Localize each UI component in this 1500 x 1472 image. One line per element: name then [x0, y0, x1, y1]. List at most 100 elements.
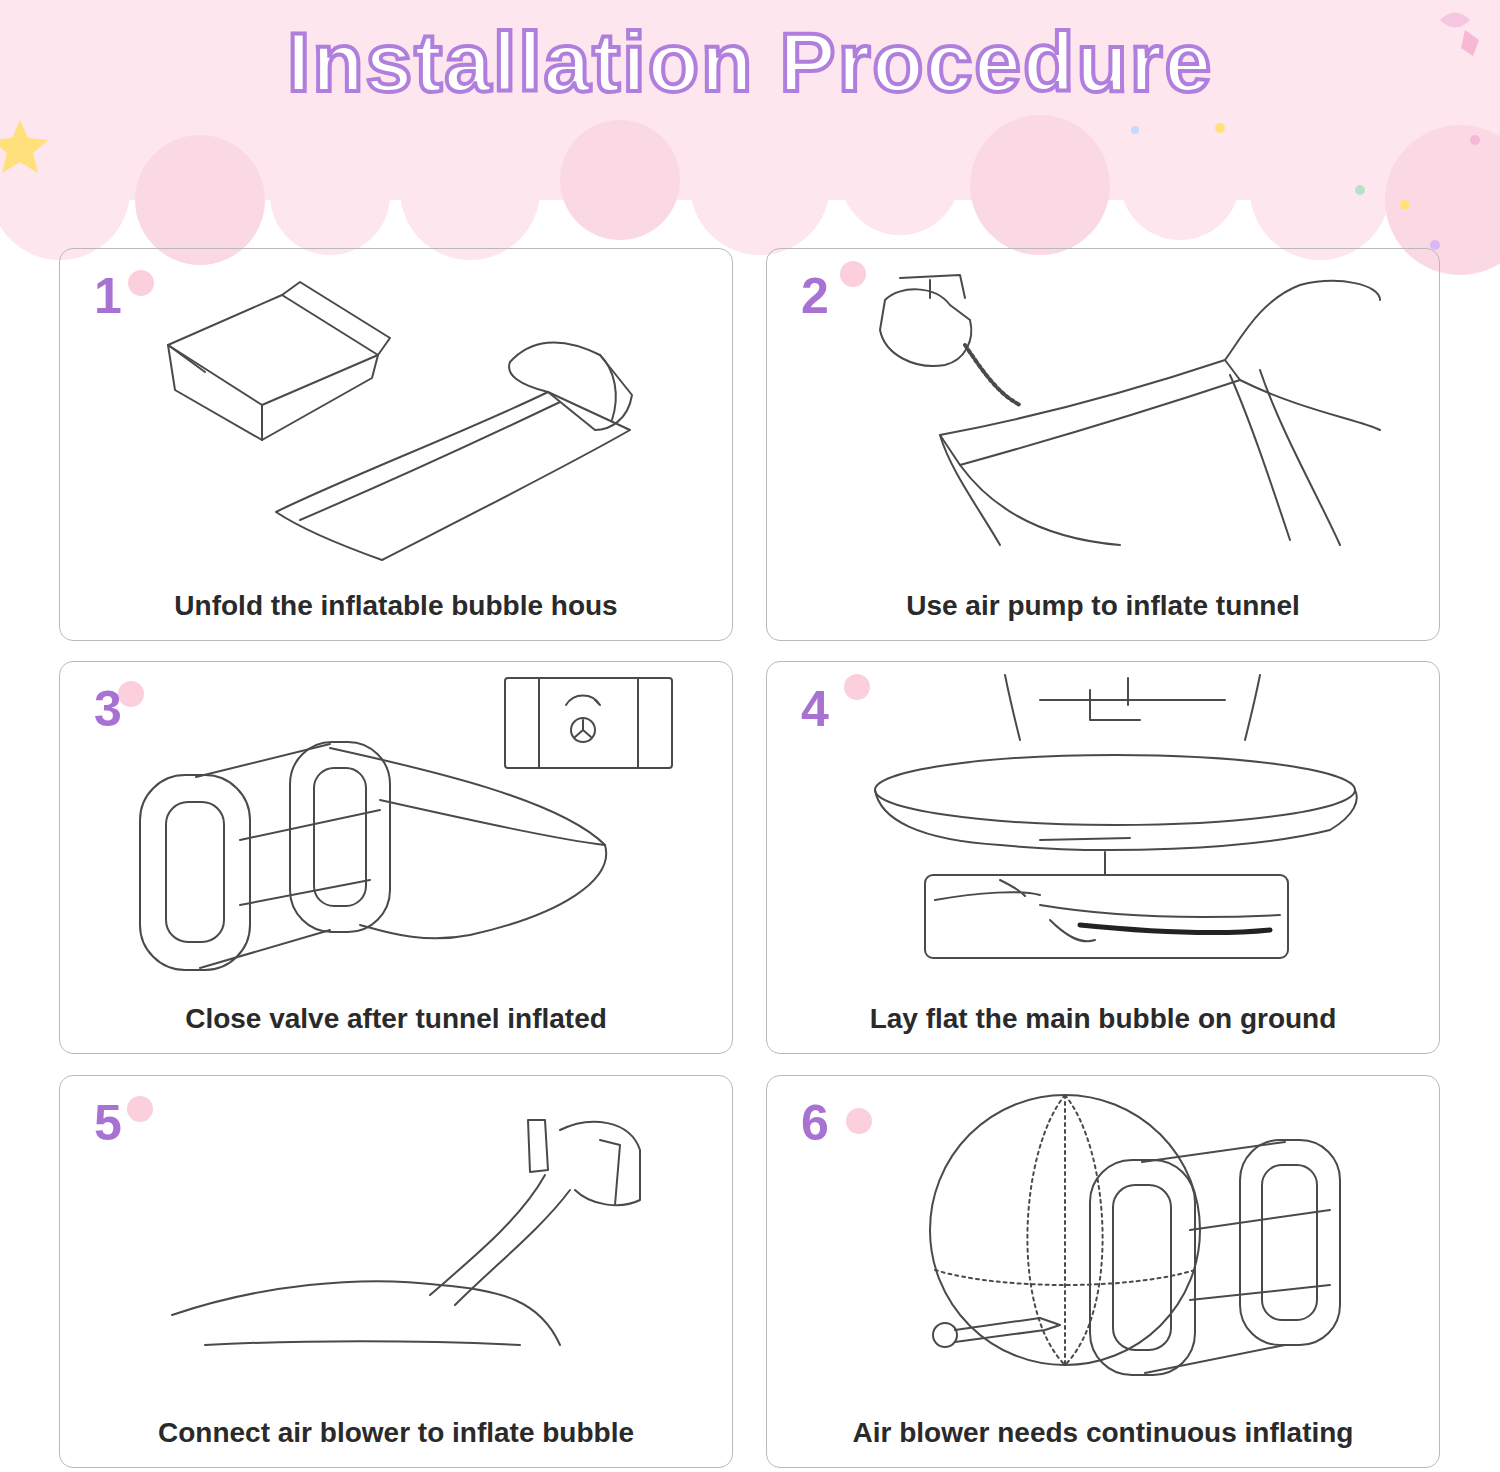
step-caption: Connect air blower to inflate bubble	[60, 1417, 732, 1449]
number-dots-part	[846, 1108, 872, 1134]
cloud-background-part	[0, 120, 48, 173]
line-art-part	[1005, 675, 1260, 740]
cloud-background-part	[840, 115, 960, 235]
step-caption: Lay flat the main bubble on ground	[767, 1003, 1439, 1035]
line-art-part	[262, 355, 378, 440]
cloud-background-part	[135, 135, 265, 265]
line-art-part	[1225, 281, 1380, 360]
step-caption: Air blower needs continuous inflating	[767, 1417, 1439, 1449]
cloud-background-part	[1470, 135, 1480, 145]
line-art-part	[930, 1095, 1200, 1365]
cloud-background-part	[690, 115, 830, 255]
step-panel: 4Lay flat the main bubble on ground	[766, 661, 1440, 1054]
cloud-background-part	[1120, 120, 1240, 240]
line-art-part	[935, 1270, 1195, 1285]
line-art-part	[600, 1140, 620, 1205]
cloud-background-part	[270, 135, 390, 255]
number-dots-part	[844, 674, 870, 700]
step-number: 3	[94, 684, 122, 734]
line-art-part	[509, 342, 632, 430]
cloud-background-part	[1355, 185, 1365, 195]
line-art-part	[1113, 1185, 1171, 1350]
line-art-part	[140, 775, 250, 970]
cloud-background	[0, 0, 1500, 275]
line-art-part	[875, 790, 1357, 850]
cloud-background-part	[400, 120, 540, 260]
line-art-part	[1050, 920, 1095, 941]
cloud-background-part	[1400, 200, 1410, 210]
line-art-part	[168, 345, 205, 372]
line-art-part	[1142, 1142, 1330, 1373]
step-caption: Close valve after tunnel inflated	[60, 1003, 732, 1035]
number-dots-part	[118, 681, 144, 707]
line-art-part	[880, 289, 971, 366]
step-number: 2	[801, 271, 829, 321]
cloud-background-part	[1461, 30, 1479, 56]
line-art-part	[380, 800, 605, 845]
step-panel: 6Air blower needs continuous inflating	[766, 1075, 1440, 1468]
cloud-background-part	[0, 120, 130, 260]
line-art-part	[1080, 925, 1270, 932]
line-art	[140, 275, 1380, 1375]
step-panel: 1Unfold the inflatable bubble hous	[59, 248, 733, 641]
step-number: 4	[801, 684, 829, 734]
line-art-part	[1230, 370, 1340, 545]
line-art-part	[528, 1120, 548, 1172]
line-art-part	[196, 744, 380, 968]
cloud-background-part	[1131, 126, 1139, 134]
line-art-part	[571, 718, 595, 742]
line-art-part	[933, 1323, 957, 1347]
line-art-part	[1040, 905, 1280, 917]
step-number: 1	[94, 271, 122, 321]
line-art-part	[875, 755, 1355, 825]
line-art-part	[1090, 1160, 1195, 1375]
line-art-part	[965, 345, 1020, 405]
line-art-part	[539, 678, 638, 768]
line-art-part	[560, 1122, 640, 1205]
line-art-part	[290, 742, 390, 932]
cloud-background-part	[1385, 125, 1500, 275]
line-art-part	[1240, 1140, 1340, 1345]
number-dots-part	[127, 1096, 153, 1122]
step-panel: 2Use air pump to inflate tunnel	[766, 248, 1440, 641]
step-number: 6	[801, 1098, 829, 1148]
line-art-part	[172, 1281, 560, 1345]
step-panel: 3Close valve after tunnel inflated	[59, 661, 733, 1054]
line-art-part	[600, 355, 616, 420]
line-art-part	[925, 875, 1288, 958]
line-art-part	[1027, 1095, 1102, 1365]
cloud-background-part	[1215, 123, 1225, 133]
line-art-part	[330, 748, 606, 938]
line-art-part	[505, 678, 672, 768]
line-art-part	[566, 696, 600, 705]
line-art-part	[955, 1318, 1060, 1342]
step-caption: Use air pump to inflate tunnel	[767, 590, 1439, 622]
line-art-part	[1262, 1165, 1317, 1320]
line-art-part	[575, 720, 591, 737]
line-art-part	[205, 1341, 520, 1345]
title: Installation Procedure	[0, 14, 1500, 111]
cloud-background-part	[560, 120, 680, 240]
line-art-part	[166, 802, 224, 942]
cloud-background-part	[1440, 13, 1470, 28]
line-art-part	[935, 880, 1040, 900]
cloud-background-part	[970, 115, 1110, 255]
line-art-part	[282, 282, 390, 355]
line-art-part	[1104, 852, 1106, 875]
line-art-part	[168, 345, 262, 440]
line-art-part	[430, 1175, 570, 1305]
step-caption: Unfold the inflatable bubble hous	[60, 590, 732, 622]
line-art-part	[300, 402, 560, 520]
line-art-part	[1040, 678, 1225, 720]
line-art-part	[1240, 380, 1380, 430]
number-dots-part	[840, 261, 866, 287]
number-dots-part	[128, 270, 154, 296]
line-art-part	[1040, 838, 1130, 840]
step-panel: 5Connect air blower to inflate bubble	[59, 1075, 733, 1468]
line-art-part	[900, 275, 965, 298]
cloud-background-part	[1250, 120, 1390, 260]
line-art-part	[276, 392, 630, 560]
step-number: 5	[94, 1098, 122, 1148]
line-art-part	[940, 360, 1240, 465]
